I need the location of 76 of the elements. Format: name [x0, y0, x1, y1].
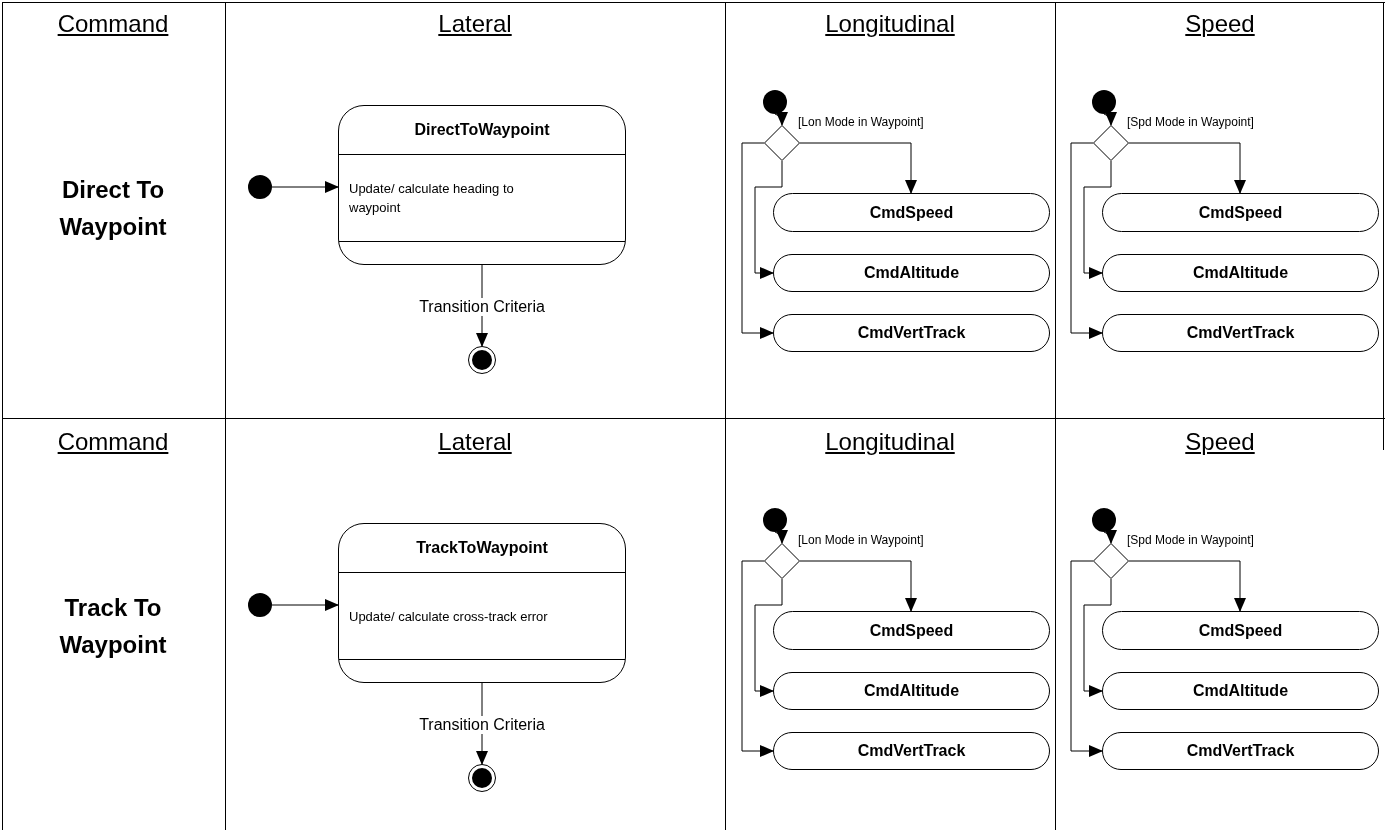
arrow — [1070, 142, 1103, 339]
column-heading: Longitudinal — [825, 10, 955, 38]
state-activity: Update/ calculate heading to waypoint — [349, 180, 515, 217]
initial-state-dot — [248, 593, 272, 617]
arrow — [774, 111, 788, 126]
arrow — [741, 560, 774, 757]
action-box — [1102, 672, 1379, 710]
final-state-symbol — [468, 764, 496, 792]
column-heading: Command — [57, 10, 169, 38]
arrow — [271, 599, 339, 611]
decision-diamond — [764, 125, 800, 161]
final-state-symbol — [468, 346, 496, 374]
decision-diamond — [1093, 125, 1129, 161]
arrow — [1103, 111, 1117, 126]
action-name: CmdVertTrack — [857, 324, 966, 342]
arrow — [741, 142, 774, 339]
state-activity: Update/ calculate cross-track error — [349, 607, 548, 626]
action-box — [1102, 254, 1379, 292]
arrow — [1083, 160, 1112, 279]
state-box — [338, 105, 626, 265]
action-name: CmdAltitude — [1192, 264, 1289, 282]
edge-label: Transition Criteria — [419, 297, 545, 316]
initial-state-dot — [763, 90, 787, 114]
arrow — [1070, 560, 1103, 757]
action-name: CmdVertTrack — [857, 742, 966, 760]
edge-label: [Lon Mode in Waypoint] — [798, 533, 924, 547]
arrow — [754, 578, 783, 697]
action-box — [773, 732, 1050, 770]
state-box — [338, 523, 626, 683]
arrow — [1083, 578, 1112, 697]
arrow — [799, 142, 917, 194]
action-box — [1102, 193, 1379, 232]
row-heading: Track To Waypoint — [58, 593, 168, 660]
action-box — [773, 672, 1050, 710]
action-name: CmdSpeed — [1198, 621, 1283, 640]
edge-label: [Lon Mode in Waypoint] — [798, 115, 924, 129]
column-heading: Speed — [1185, 10, 1255, 38]
column-heading: Lateral — [438, 10, 512, 38]
arrow — [271, 181, 339, 193]
arrow — [754, 160, 783, 279]
state-name: TrackToWaypoint — [416, 539, 548, 557]
arrow — [1103, 529, 1117, 544]
initial-state-dot — [1092, 508, 1116, 532]
initial-state-dot — [763, 508, 787, 532]
action-name: CmdVertTrack — [1186, 324, 1295, 342]
action-name: CmdSpeed — [869, 621, 954, 640]
row-heading: Direct To Waypoint — [58, 175, 168, 242]
action-box — [773, 611, 1050, 650]
action-name: CmdAltitude — [1192, 682, 1289, 700]
action-name: CmdVertTrack — [1186, 742, 1295, 760]
arrow — [1128, 560, 1246, 612]
action-name: CmdSpeed — [869, 203, 954, 222]
state-name: DirectToWaypoint — [414, 121, 550, 139]
initial-state-dot — [1092, 90, 1116, 114]
column-heading: Longitudinal — [825, 428, 955, 456]
column-heading: Command — [57, 428, 169, 456]
action-box — [773, 314, 1050, 352]
action-box — [773, 193, 1050, 232]
edge-label: Transition Criteria — [419, 715, 545, 734]
action-name: CmdAltitude — [863, 682, 960, 700]
decision-diamond — [764, 543, 800, 579]
arrow — [1128, 142, 1246, 194]
arrow — [799, 560, 917, 612]
decision-diamond — [1093, 543, 1129, 579]
arrow — [774, 529, 788, 544]
edge-label: [Spd Mode in Waypoint] — [1127, 533, 1254, 547]
action-box — [1102, 732, 1379, 770]
column-heading: Lateral — [438, 428, 512, 456]
action-box — [1102, 611, 1379, 650]
action-name: CmdSpeed — [1198, 203, 1283, 222]
action-box — [1102, 314, 1379, 352]
action-box — [773, 254, 1050, 292]
initial-state-dot — [248, 175, 272, 199]
edge-label: [Spd Mode in Waypoint] — [1127, 115, 1254, 129]
action-name: CmdAltitude — [863, 264, 960, 282]
column-heading: Speed — [1185, 428, 1255, 456]
